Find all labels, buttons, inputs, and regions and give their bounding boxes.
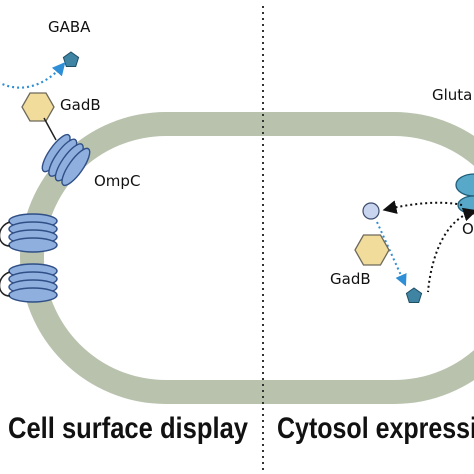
gadb-icon: [21, 92, 55, 122]
gaba-release-arrow: [0, 61, 66, 89]
gadb-label-left: GadB: [60, 96, 101, 114]
left-panel-title: Cell surface display: [8, 412, 248, 445]
glutamate-import-arrow: [382, 200, 463, 214]
ompc-label-right: O: [462, 220, 474, 238]
gadb-icon: [354, 234, 390, 266]
right-panel-title: Cytosol expressi: [277, 412, 474, 445]
ompc-icon: [41, 133, 91, 187]
gadb-ompc-link: [43, 117, 57, 141]
ompc-icon: [8, 263, 58, 303]
gaba-icon: [405, 287, 423, 303]
glutamate-icon: [362, 202, 380, 220]
ompc-tether: [0, 221, 11, 247]
glutamate-label: Gluta: [432, 86, 472, 104]
ompc-label-left: OmpC: [94, 172, 140, 190]
gadb-label-right: GadB: [330, 270, 371, 288]
gaba-icon: [62, 51, 80, 67]
decarboxylation-arrow: [376, 221, 407, 287]
gaba-label: GABA: [48, 18, 91, 36]
ompc-tether: [0, 271, 11, 297]
gaba-export-arrow: [427, 207, 474, 293]
ompc-icon: [8, 213, 58, 253]
cell-membrane: [20, 112, 474, 404]
